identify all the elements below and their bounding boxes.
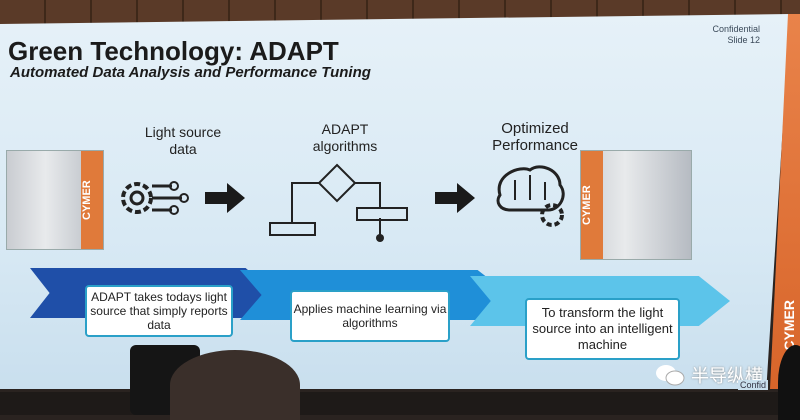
machine-brand: CYMER bbox=[581, 151, 603, 259]
step-description-1: ADAPT takes todays light source that sim… bbox=[85, 285, 233, 337]
confidential-text: Confidential bbox=[712, 24, 760, 34]
slide-subtitle: Automated Data Analysis and Performance … bbox=[10, 64, 371, 81]
side-brand: CYMER bbox=[781, 300, 797, 351]
audience-head bbox=[170, 350, 300, 420]
footer-confidential: Confid bbox=[738, 380, 769, 390]
step-description-3: To transform the light source into an in… bbox=[525, 298, 680, 360]
step-label-algorithms: ADAPT algorithms bbox=[312, 121, 378, 154]
step-label-performance: Optimized Performance bbox=[492, 120, 578, 154]
machine-brand: CYMER bbox=[81, 151, 103, 249]
light-source-machine-left: CYMER bbox=[6, 150, 104, 250]
audience-foreground bbox=[0, 392, 800, 415]
gear-data-icon bbox=[121, 181, 189, 215]
step-description-2: Applies machine learning via algorithms bbox=[290, 290, 450, 342]
wechat-icon bbox=[656, 365, 685, 386]
brain-gear-icon bbox=[496, 165, 565, 227]
light-source-machine-right: CYMER bbox=[580, 150, 692, 260]
flowchart-icon bbox=[269, 163, 408, 242]
step-label-data: Light source data bbox=[144, 124, 222, 157]
audience-head bbox=[778, 345, 800, 420]
slide-title: Green Technology: ADAPT bbox=[8, 36, 339, 66]
slide-number: Slide 12 bbox=[727, 35, 760, 45]
